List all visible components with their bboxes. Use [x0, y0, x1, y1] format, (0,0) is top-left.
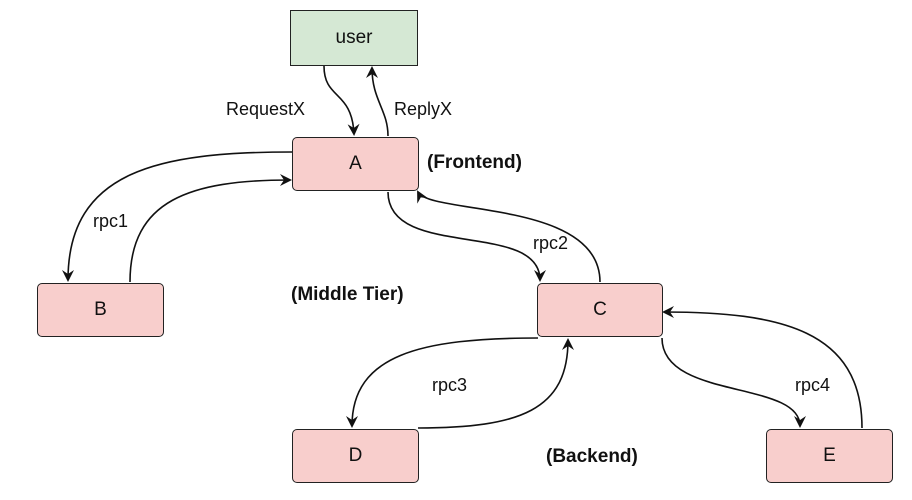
node-c-label: C — [593, 299, 607, 320]
rpc2-return-arrow — [417, 190, 601, 283]
node-c: C — [537, 283, 663, 337]
tier-label-middle: (Middle Tier) — [291, 284, 404, 305]
node-user-label: user — [335, 27, 373, 48]
node-a: A — [292, 137, 419, 191]
rpc3-return-arrow — [417, 338, 574, 429]
rpc3-call-arrow — [346, 337, 539, 428]
tier-label-backend: (Backend) — [546, 446, 638, 467]
node-a-label: A — [349, 153, 362, 174]
edge-label-rpc2: rpc2 — [533, 233, 569, 253]
request-arrow — [323, 65, 360, 136]
edge-label-rpc4: rpc4 — [795, 375, 831, 395]
node-d: D — [292, 429, 419, 483]
reply-arrow — [366, 66, 389, 137]
tier-label-frontend: (Frontend) — [427, 152, 522, 173]
node-b-label: B — [94, 299, 107, 320]
rpc1-return-arrow — [129, 174, 292, 283]
edge-label-rpc3: rpc3 — [432, 375, 468, 395]
node-d-label: D — [348, 445, 363, 466]
edge-label-request: RequestX — [226, 99, 306, 119]
rpc4-return-arrow — [662, 306, 863, 429]
node-b: B — [37, 283, 164, 337]
rpc2-call-arrow — [387, 191, 546, 282]
rpc4-call-arrow — [661, 337, 806, 428]
rpc1-call-arrow — [62, 151, 293, 282]
node-e: E — [766, 429, 893, 483]
node-user: user — [290, 10, 418, 66]
edge-label-rpc1: rpc1 — [93, 211, 129, 231]
node-e-label: E — [823, 445, 836, 466]
edge-label-reply: ReplyX — [394, 99, 453, 119]
